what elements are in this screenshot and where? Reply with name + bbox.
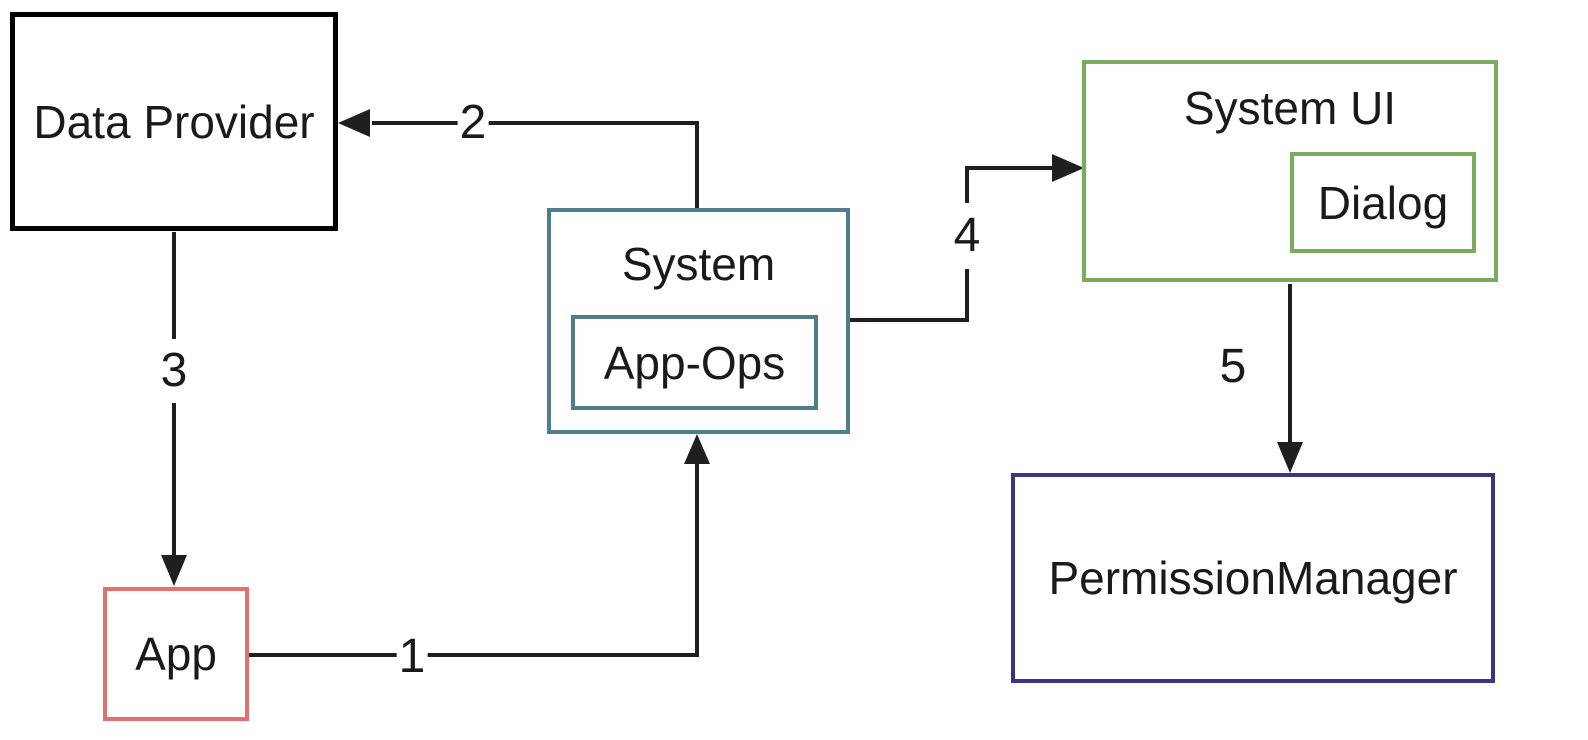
node-app: App	[103, 587, 249, 721]
arrow-3-arrowhead-icon	[161, 555, 187, 586]
node-app-ops: App-Ops	[571, 315, 818, 410]
node-system-ui-label: System UI	[1183, 82, 1397, 134]
arrow-2-arrowhead-icon	[338, 109, 370, 137]
node-system-ui: System UI Dialog	[1082, 60, 1498, 282]
arrow-5-arrowhead-icon	[1277, 442, 1303, 473]
edge-label-1: 1	[396, 630, 428, 683]
node-dialog: Dialog	[1290, 152, 1476, 253]
node-system: System App-Ops	[547, 208, 850, 434]
arrow-4-arrowhead-icon	[1052, 154, 1084, 182]
edge-label-4: 4	[950, 203, 984, 269]
node-app-ops-label: App-Ops	[603, 336, 786, 389]
arrow-1-arrowhead-icon	[684, 434, 710, 464]
node-permission-manager-label: PermissionManager	[1048, 552, 1458, 604]
node-dialog-label: Dialog	[1317, 176, 1449, 229]
node-app-label: App	[135, 628, 217, 680]
edge-label-5: 5	[1219, 340, 1247, 393]
arrow-1-line	[248, 462, 699, 657]
node-data-provider: Data Provider	[10, 12, 338, 231]
edge-label-2: 2	[457, 96, 489, 149]
arrow-2-line	[372, 121, 699, 210]
node-data-provider-label: Data Provider	[33, 95, 315, 148]
node-permission-manager: PermissionManager	[1011, 473, 1495, 683]
edge-label-3: 3	[157, 339, 191, 403]
node-system-label: System	[621, 237, 776, 290]
